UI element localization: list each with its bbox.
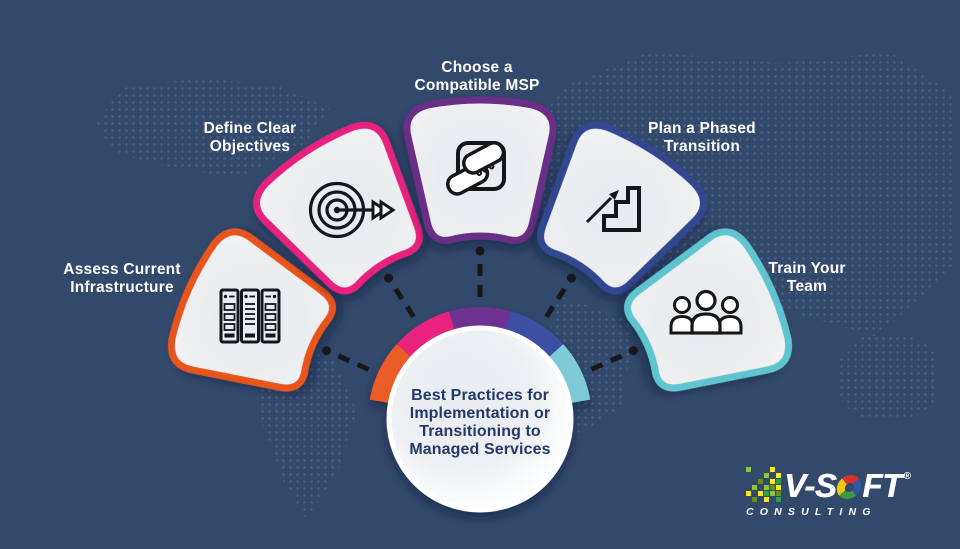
connector-5: [587, 346, 638, 373]
connector-1: [322, 346, 373, 373]
connector-3: [475, 246, 485, 300]
step-label-choose-compatible-msp: Choose a Compatible MSP: [414, 59, 540, 94]
logo-o-mark: [835, 475, 864, 499]
logo-subtitle: CONSULTING: [746, 506, 877, 518]
petal-shape: [167, 228, 336, 392]
ring-segment-3: [449, 307, 511, 331]
ring-segment-5: [548, 344, 591, 404]
ring-segment-4: [505, 311, 564, 358]
target-dart-icon: [308, 181, 396, 239]
petal-assess-current-infrastructure: [167, 228, 336, 392]
petal-shape: [537, 121, 707, 295]
logo-mosaic-icon: [746, 467, 784, 503]
step-label-assess-current-infrastructure: Assess Current Infrastructure: [63, 261, 181, 296]
petal-plan-phased-transition: [537, 121, 707, 295]
team-icon: [669, 289, 743, 335]
ring-segment-2: [396, 311, 455, 358]
stairs-growth-icon: [585, 186, 641, 232]
connector-2: [384, 273, 418, 321]
center-hub: [369, 307, 591, 513]
step-label-train-your-team: Train Your Team: [768, 260, 846, 295]
handshake-icon: [445, 141, 506, 196]
center-circle: [386, 325, 574, 513]
center-title: Best Practices for Implementation or Tra…: [409, 387, 551, 458]
registered-mark: ®: [903, 471, 911, 482]
ring-segment-1: [369, 344, 412, 404]
step-label-define-clear-objectives: Define Clear Objectives: [203, 120, 297, 155]
connector-4: [542, 273, 576, 321]
step-label-plan-phased-transition: Plan a Phased Transition: [648, 120, 756, 155]
map-dots-oceania: [838, 335, 938, 420]
server-rack-icon: [219, 288, 281, 344]
